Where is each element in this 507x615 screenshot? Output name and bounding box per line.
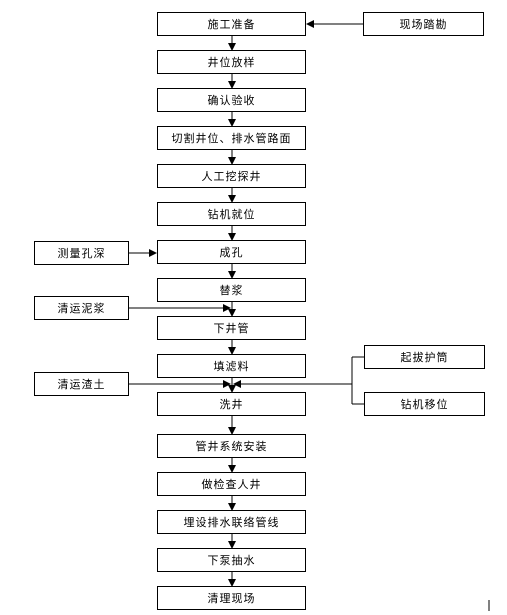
side-clear-mud: 清运泥浆 (34, 296, 129, 320)
step-bury-pipeline: 埋设排水联络管线 (157, 510, 306, 534)
step-clean-site: 清理现场 (157, 586, 306, 610)
side-label: 起拔护筒 (400, 351, 449, 364)
step-label: 施工准备 (207, 18, 256, 31)
side-label: 清运泥浆 (57, 302, 106, 315)
step-dig-pilot-well: 人工挖探井 (157, 164, 306, 188)
step-inspection-well: 做检查人井 (157, 472, 306, 496)
step-label: 洗井 (219, 398, 244, 411)
step-rig-in-place: 钻机就位 (157, 202, 306, 226)
side-measure-depth: 测量孔深 (34, 241, 129, 265)
step-acceptance: 确认验收 (157, 88, 306, 112)
step-construction-prep: 施工准备 (157, 12, 306, 36)
side-label: 清运渣土 (57, 378, 106, 391)
side-site-survey: 现场踏勘 (363, 12, 484, 36)
step-label: 井位放样 (207, 56, 256, 69)
step-label: 下泵抽水 (207, 554, 256, 567)
step-label: 清理现场 (207, 592, 256, 605)
step-label: 管井系统安装 (195, 440, 268, 453)
step-label: 确认验收 (207, 94, 256, 107)
step-label: 埋设排水联络管线 (183, 516, 280, 529)
step-label: 人工挖探井 (201, 170, 262, 183)
step-label: 填滤料 (213, 360, 250, 373)
side-label: 现场踏勘 (399, 18, 448, 31)
side-pull-casing: 起拔护筒 (364, 345, 485, 369)
step-label: 钻机就位 (207, 208, 256, 221)
step-label: 替浆 (219, 284, 244, 297)
step-fill-filter: 填滤料 (157, 354, 306, 378)
step-replace-slurry: 替浆 (157, 278, 306, 302)
side-label: 测量孔深 (57, 247, 106, 260)
step-cut-pavement: 切割井位、排水管路面 (157, 126, 306, 150)
step-pump-water: 下泵抽水 (157, 548, 306, 572)
step-label: 切割井位、排水管路面 (171, 132, 292, 145)
step-well-layout: 井位放样 (157, 50, 306, 74)
step-lower-casing: 下井管 (157, 316, 306, 340)
step-install-system: 管井系统安装 (157, 434, 306, 458)
side-clear-soil: 清运渣土 (34, 372, 129, 396)
step-label: 成孔 (219, 246, 244, 259)
step-label: 做检查人井 (201, 478, 262, 491)
side-rig-move: 钻机移位 (364, 392, 485, 416)
side-label: 钻机移位 (400, 398, 449, 411)
step-wash-well: 洗井 (157, 392, 306, 416)
step-bore-hole: 成孔 (157, 240, 306, 264)
step-label: 下井管 (213, 322, 250, 335)
